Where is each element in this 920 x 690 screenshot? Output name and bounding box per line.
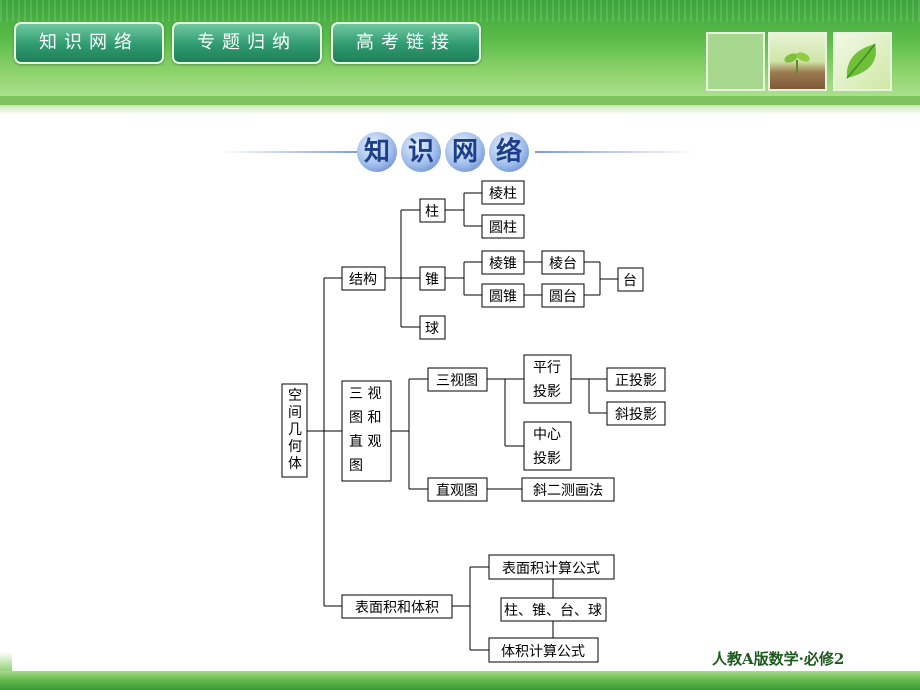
svg-text:三视图: 三视图 (436, 373, 478, 389)
svg-text:球: 球 (425, 321, 439, 337)
svg-text:图 和: 图 和 (349, 410, 381, 426)
footer-textbook-label: 人教A版数学·必修2 (712, 650, 845, 668)
svg-text:锥: 锥 (425, 272, 439, 288)
node-zhengtouying: 正投影 (606, 367, 666, 392)
tab-knowledge-network[interactable]: 知识网络 (14, 22, 164, 64)
node-sanshitu: 三视图 (427, 367, 488, 392)
svg-text:投影: 投影 (533, 451, 561, 467)
svg-text:棱台: 棱台 (549, 256, 577, 272)
svg-text:体积计算公式: 体积计算公式 (501, 644, 585, 660)
sprout-icon (784, 52, 810, 74)
node-area-formula: 表面积计算公式 (488, 554, 615, 580)
svg-text:直观图: 直观图 (436, 482, 478, 499)
node-xietouying: 斜投影 (606, 401, 666, 426)
svg-text:几: 几 (288, 422, 302, 438)
node-structure: 结构 (341, 266, 386, 291)
leaf-icon (846, 43, 876, 79)
node-volume-formula: 体积计算公式 (488, 637, 599, 663)
footer-band (0, 671, 920, 690)
title-char: 络 (489, 132, 529, 172)
leaf-image (833, 32, 892, 91)
svg-text:何: 何 (288, 439, 302, 455)
node-qiu: 球 (419, 315, 446, 340)
title-char: 知 (357, 132, 397, 172)
node-lengzhu: 棱柱 (481, 180, 525, 205)
node-lengtai: 棱台 (541, 250, 585, 275)
node-zhu: 柱 (419, 198, 446, 223)
svg-text:图: 图 (349, 458, 363, 474)
svg-text:圆柱: 圆柱 (489, 220, 517, 236)
svg-text:柱、锥、台、球: 柱、锥、台、球 (504, 603, 602, 619)
title-char: 网 (445, 132, 485, 172)
title-line-left (220, 151, 360, 153)
svg-text:斜二测画法: 斜二测画法 (533, 483, 603, 499)
svg-text:投影: 投影 (533, 384, 561, 400)
header-bottom-strip (0, 96, 920, 105)
svg-text:体: 体 (288, 456, 302, 472)
svg-text:棱锥: 棱锥 (489, 256, 517, 272)
svg-text:圆台: 圆台 (549, 289, 577, 305)
tab-exam-link[interactable]: 高考链接 (331, 22, 481, 64)
svg-text:空: 空 (288, 388, 302, 404)
node-tai: 台 (617, 267, 644, 292)
title-char: 识 (401, 132, 441, 172)
svg-text:斜投影: 斜投影 (615, 407, 657, 423)
svg-text:台: 台 (623, 273, 637, 289)
header-stripes (0, 0, 920, 22)
node-pingxing: 平行 投影 (523, 354, 572, 404)
svg-text:结构: 结构 (349, 272, 377, 288)
node-views: 三 视 图 和 直 观 图 (341, 380, 392, 482)
svg-text:圆锥: 圆锥 (489, 289, 517, 305)
svg-text:柱: 柱 (425, 204, 439, 220)
node-zhiguantu: 直观图 (427, 477, 488, 502)
sprout-image (768, 32, 827, 91)
svg-text:表面积和体积: 表面积和体积 (355, 600, 439, 616)
node-zhui: 锥 (419, 266, 446, 291)
node-area-volume: 表面积和体积 (341, 594, 453, 619)
svg-text:中心: 中心 (533, 427, 561, 443)
title-line-right (535, 151, 695, 153)
connectors (307, 192, 618, 651)
node-yuanzhu: 圆柱 (481, 214, 525, 239)
node-yuantai: 圆台 (541, 283, 585, 308)
footer-corner (0, 652, 12, 672)
svg-text:间: 间 (288, 405, 302, 421)
header-shadow (0, 105, 920, 115)
node-solids: 柱、锥、台、球 (500, 597, 607, 622)
node-zhongxin: 中心 投影 (523, 421, 572, 471)
svg-text:直 观: 直 观 (349, 433, 381, 450)
svg-text:三 视: 三 视 (349, 386, 381, 402)
svg-text:表面积计算公式: 表面积计算公式 (502, 561, 600, 577)
svg-text:正投影: 正投影 (615, 373, 657, 389)
tab-topic-summary[interactable]: 专题归纳 (172, 22, 322, 64)
decor-green-square (706, 32, 765, 91)
node-xierce: 斜二测画法 (521, 477, 615, 502)
node-lengzhui: 棱锥 (481, 250, 525, 275)
svg-text:棱柱: 棱柱 (489, 186, 517, 202)
svg-text:平行: 平行 (533, 360, 561, 376)
node-root: 空 间 几 何 体 (281, 383, 308, 478)
node-yuanzhui: 圆锥 (481, 283, 525, 308)
